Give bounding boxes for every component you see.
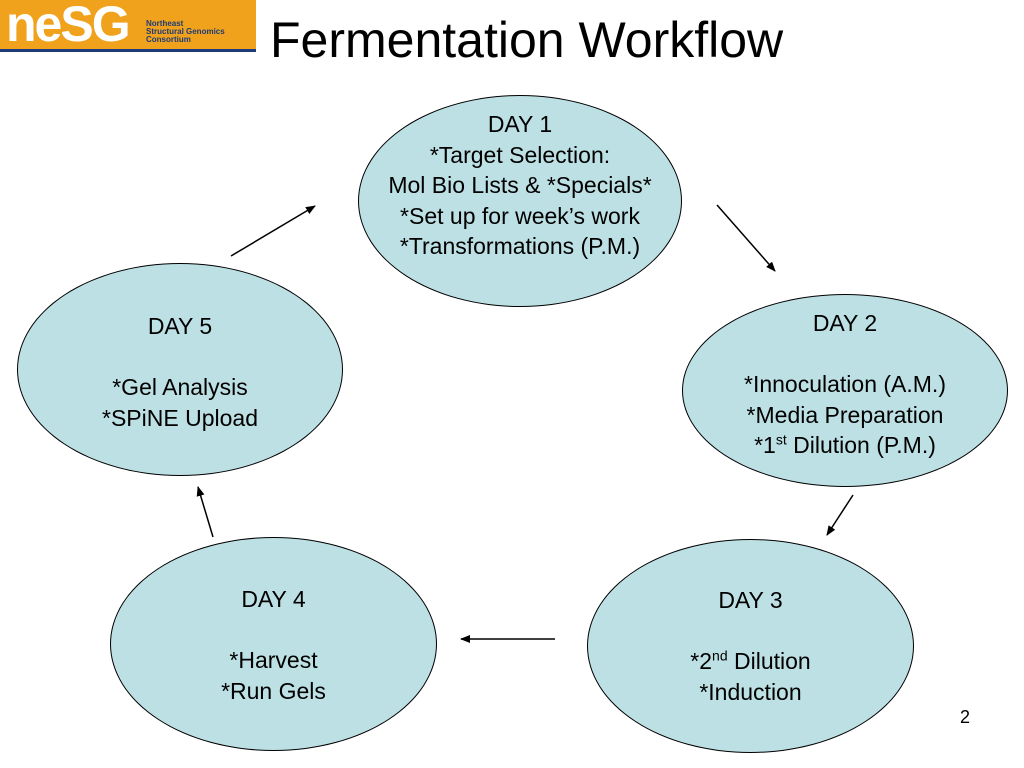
day5-task: *Gel Analysis <box>112 374 248 400</box>
blank-line <box>588 616 913 647</box>
day2-task: *Media Preparation <box>746 401 944 428</box>
task-suffix: Dilution <box>727 648 811 674</box>
day4-heading: DAY 4 <box>241 586 306 612</box>
day1-task: Mol Bio Lists & *Specials* <box>388 172 652 198</box>
logo-mark: neSG <box>6 0 131 52</box>
arrow-day5-to-day1 <box>230 205 316 257</box>
arrow-day4-to-day5 <box>196 486 214 538</box>
blank-line <box>683 339 1007 370</box>
day4-task: *Harvest <box>229 647 318 673</box>
logo-subtitle-line: Consortium <box>146 35 191 44</box>
logo-subtitle-line: Northeast <box>146 19 184 28</box>
arrow-day1-to-day2 <box>716 204 776 272</box>
day4-task: *Run Gels <box>221 677 326 704</box>
task-prefix: *1 <box>754 432 776 458</box>
day2-heading: DAY 2 <box>812 310 878 336</box>
blank-line <box>18 342 342 373</box>
slide-number: 2 <box>959 707 970 727</box>
day4-node: DAY 4 *Harvest *Run Gels <box>110 537 437 751</box>
day3-node: DAY 3 *2nd Dilution *Induction <box>587 539 914 753</box>
day2-node: DAY 2 *Innoculation (A.M.) *Media Prepar… <box>682 294 1008 487</box>
nesg-logo: neSG Northeast Structural Genomics Conso… <box>0 0 256 52</box>
day1-task: *Transformations (P.M.) <box>399 233 641 259</box>
page-title: Fermentation Workflow <box>270 12 784 68</box>
arrow-day2-to-day3 <box>826 494 854 536</box>
day2-task: *Innoculation (A.M.) <box>744 371 946 397</box>
task-prefix: *2 <box>690 648 713 674</box>
day1-task: *Set up for week’s work <box>400 202 640 229</box>
day5-heading: DAY 5 <box>147 313 213 339</box>
blank-line <box>111 615 436 646</box>
day1-heading: DAY 1 <box>487 111 553 137</box>
day5-node: DAY 5 *Gel Analysis *SPiNE Upload <box>17 263 343 476</box>
day2-task: *1st Dilution (P.M.) <box>683 430 1007 461</box>
ordinal-superscript: nd <box>712 647 728 664</box>
day1-node: DAY 1 *Target Selection: Mol Bio Lists &… <box>358 95 682 307</box>
ordinal-superscript: st <box>775 431 787 448</box>
logo-subtitle-line: Structural Genomics <box>146 27 225 36</box>
day3-task: *Induction <box>699 678 802 705</box>
day5-task: *SPiNE Upload <box>102 404 258 431</box>
task-suffix: Dilution (P.M.) <box>786 432 936 458</box>
day1-task: *Target Selection: <box>429 141 611 168</box>
logo-subtitle: Northeast Structural Genomics Consortium <box>146 20 225 44</box>
logo-underline <box>0 49 256 52</box>
day3-heading: DAY 3 <box>718 587 783 613</box>
day3-task: *2nd Dilution <box>588 646 913 677</box>
